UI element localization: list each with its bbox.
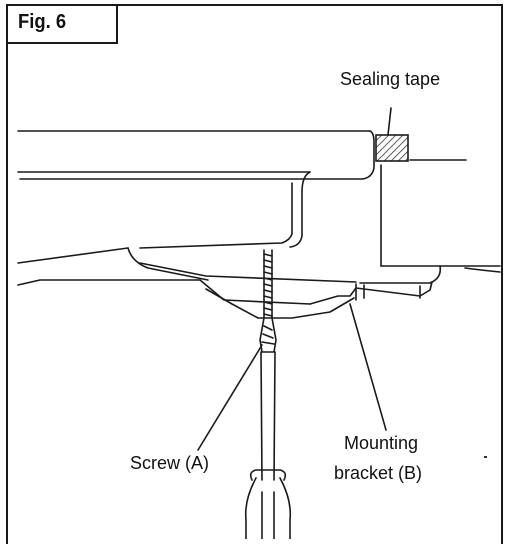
- dot-mark: [484, 456, 487, 458]
- bracket-label-line2: bracket (B): [334, 463, 423, 483]
- bracket-leader: [349, 303, 387, 431]
- sealing-tape-leader: [387, 107, 392, 136]
- cabinet-side: [380, 159, 501, 267]
- sink-basin: [17, 247, 501, 286]
- screw-label: Screw (A): [130, 453, 210, 473]
- screw-leader: [197, 344, 263, 451]
- figure-title-box: Fig. 6: [8, 6, 118, 44]
- sealing-tape: [375, 134, 409, 162]
- screw-thread: [263, 249, 273, 319]
- bracket-label-line1: Mounting: [344, 433, 419, 453]
- screwdriver: [244, 317, 292, 539]
- sink-rim: [17, 171, 311, 264]
- countertop: [17, 130, 375, 180]
- figure-frame: [6, 4, 503, 544]
- mounting-bracket: [199, 279, 433, 319]
- figure-title: Fig. 6: [18, 11, 67, 33]
- sealing-tape-label: Sealing tape: [340, 69, 441, 89]
